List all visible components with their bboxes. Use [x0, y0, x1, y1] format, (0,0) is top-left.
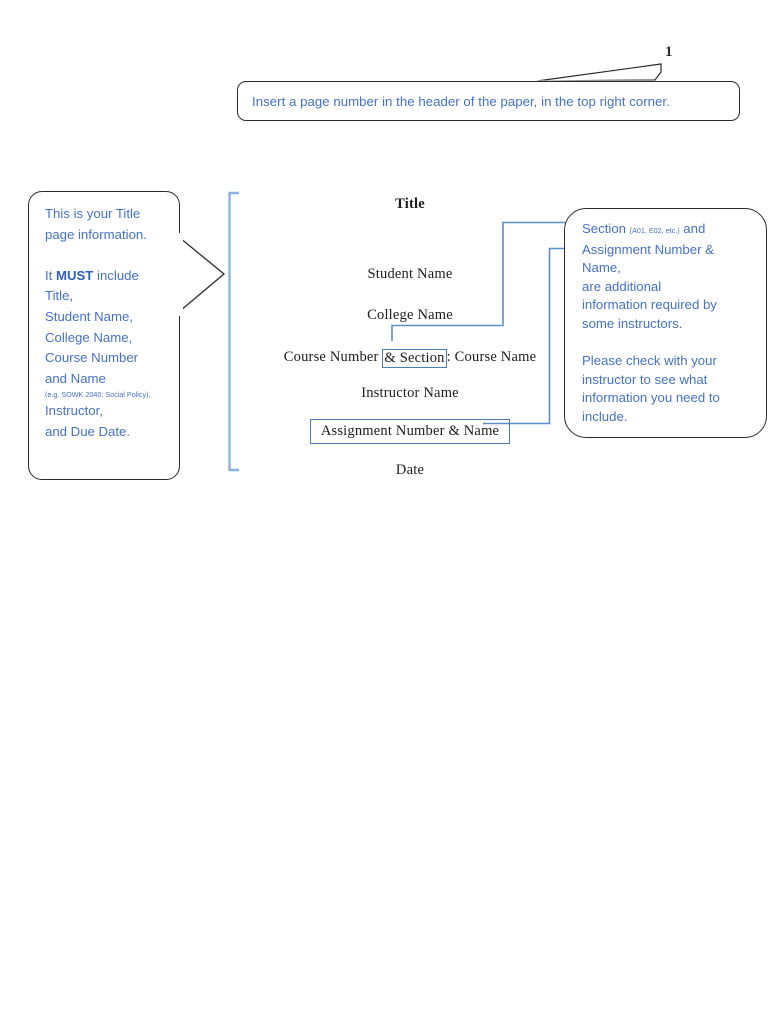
title-page-course-line: Course Number & Section: Course Name	[250, 348, 570, 368]
left-line-1: This is your Title	[45, 206, 141, 221]
callout-title-page-info-text: This is your Title page information. It …	[45, 204, 169, 443]
title-page-college-name: College Name	[367, 307, 453, 323]
title-page-mock: Title Student Name College Name Course N…	[250, 196, 570, 479]
course-section-box: & Section	[382, 349, 447, 368]
title-page-title: Title	[395, 196, 425, 212]
callout-page-number-text: Insert a page number in the header of th…	[252, 93, 670, 109]
callout-title-page-info: This is your Title page information. It …	[28, 191, 180, 480]
right-line-2: Assignment Number &	[582, 241, 714, 257]
right-line-9: information you need to	[582, 390, 720, 406]
right-line-4: are additional	[582, 278, 662, 294]
left-item-after-1: and Due Date.	[45, 423, 131, 439]
left-line-2: page information.	[45, 226, 147, 242]
right-section-note: (A01, E02, etc.)	[629, 226, 680, 235]
right-line-8: instructor to see what	[582, 371, 708, 387]
left-item-after-0: Instructor,	[45, 403, 103, 419]
callout-page-number: Insert a page number in the header of th…	[237, 81, 740, 121]
right-section-word: Section	[582, 221, 626, 236]
left-must-suffix: include	[93, 267, 139, 283]
left-must-word: MUST	[56, 267, 94, 283]
right-line-6: some instructors.	[582, 315, 683, 331]
title-page-date: Date	[395, 462, 425, 478]
right-line-5: information required by	[582, 297, 717, 313]
callout-section-assignment-text: Section (A01, E02, etc.) and Assignment …	[582, 220, 756, 427]
title-page-assignment-row: Assignment Number & Name	[250, 419, 570, 444]
title-page-student-name: Student Name	[367, 266, 453, 282]
callout-section-assignment-info: Section (A01, E02, etc.) and Assignment …	[564, 208, 767, 438]
right-line-3: Name,	[582, 260, 621, 276]
assignment-number-name-box: Assignment Number & Name	[309, 419, 511, 444]
page-number: 1	[665, 44, 673, 60]
left-item-1: Student Name,	[45, 308, 133, 324]
right-line-7: Please check with your	[582, 353, 717, 369]
title-page-instructor-name: Instructor Name	[361, 385, 459, 401]
left-example-note: (e.g. SOWK 2040: Social Policy),	[45, 390, 151, 400]
page-number-pointer-tail	[536, 63, 662, 82]
left-must-prefix: It	[45, 267, 56, 283]
left-item-0: Title,	[45, 288, 74, 304]
left-item-2: College Name,	[45, 329, 133, 345]
course-prefix: Course Number	[283, 349, 383, 365]
left-item-3: Course Number	[45, 350, 139, 366]
left-callout-arrow-notch-mask	[173, 233, 183, 316]
title-page-bracket	[228, 191, 239, 472]
right-section-and: and	[679, 221, 706, 236]
course-suffix: : Course Name	[446, 349, 537, 365]
right-line-10: include.	[582, 408, 628, 424]
left-item-4: and Name	[45, 370, 106, 386]
